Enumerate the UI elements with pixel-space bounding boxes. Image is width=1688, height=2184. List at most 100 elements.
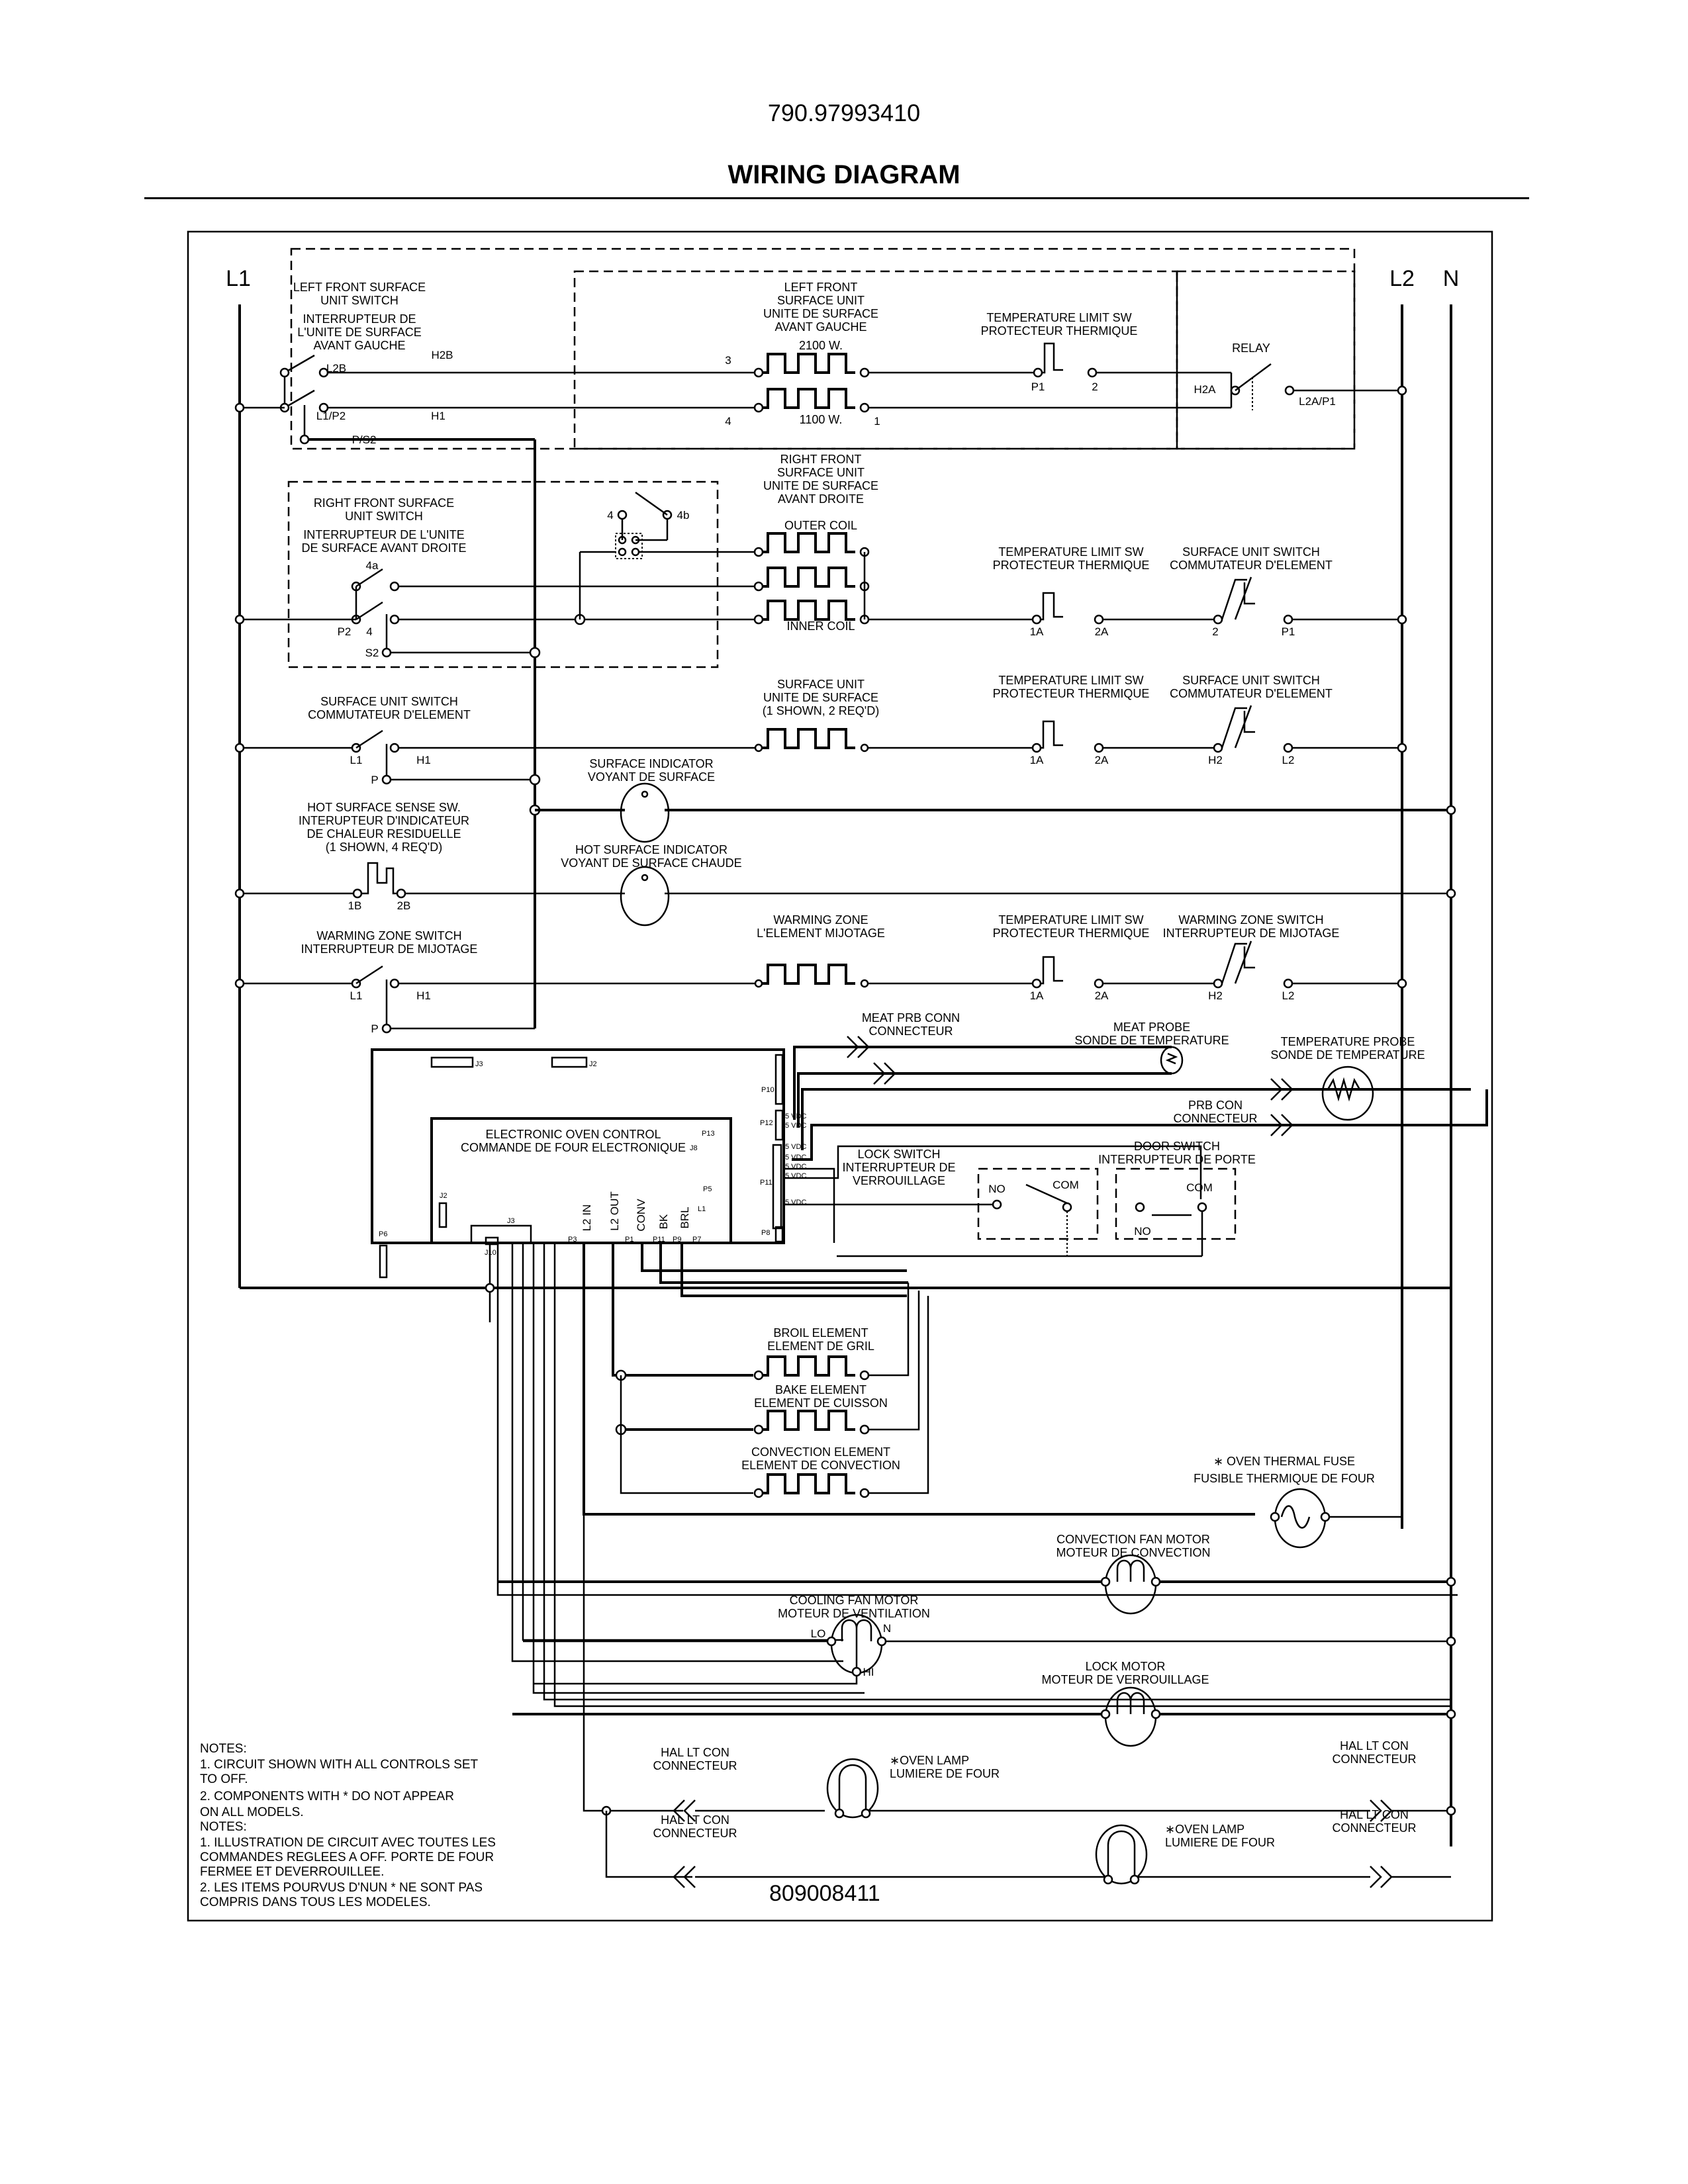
svg-text:BK: BK <box>657 1214 670 1229</box>
svg-text:TEMPERATURE LIMIT SW: TEMPERATURE LIMIT SW <box>986 311 1131 324</box>
svg-text:PROTECTEUR THERMIQUE: PROTECTEUR THERMIQUE <box>993 559 1150 572</box>
middle-coil <box>757 567 857 588</box>
svg-text:SURFACE UNIT: SURFACE UNIT <box>777 678 865 691</box>
svg-text:HI: HI <box>863 1666 874 1678</box>
svg-text:DOOR SWITCH: DOOR SWITCH <box>1134 1140 1220 1153</box>
svg-text:LEFT FRONT SURFACE: LEFT FRONT SURFACE <box>293 281 426 294</box>
thermal-fuse <box>1274 1488 1327 1549</box>
svg-text:AVANT DROITE: AVANT DROITE <box>778 492 864 506</box>
svg-text:RIGHT FRONT: RIGHT FRONT <box>780 453 862 466</box>
svg-text:WARMING ZONE SWITCH: WARMING ZONE SWITCH <box>316 929 461 942</box>
board-output-wires <box>485 1243 1458 1707</box>
oven-control-inner <box>430 1117 732 1244</box>
svg-text:COM: COM <box>1186 1181 1213 1194</box>
svg-text:P2: P2 <box>338 625 352 638</box>
svg-text:CONVECTION ELEMENT: CONVECTION ELEMENT <box>751 1445 890 1459</box>
svg-text:COMMUTATEUR D'ELEMENT: COMMUTATEUR D'ELEMENT <box>1170 559 1333 572</box>
coil-2100w <box>757 353 857 374</box>
warming-element-label: WARMING ZONE L'ELEMENT MIJOTAGE <box>757 913 885 940</box>
svg-text:SURFACE INDICATOR: SURFACE INDICATOR <box>589 757 713 770</box>
svg-text:S2: S2 <box>365 647 379 659</box>
svg-text:SURFACE UNIT SWITCH: SURFACE UNIT SWITCH <box>320 695 458 708</box>
lock-switch-label: LOCK SWITCH INTERRUPTEUR DE VERROUILLAGE <box>842 1148 955 1187</box>
svg-text:MOTEUR DE VERROUILLAGE: MOTEUR DE VERROUILLAGE <box>1041 1673 1209 1686</box>
thermal-fuse-label: ∗ OVEN THERMAL FUSE FUSIBLE THERMIQUE DE… <box>1194 1455 1375 1485</box>
convection-fan-motor <box>1104 1554 1157 1615</box>
svg-text:4: 4 <box>366 625 372 638</box>
svg-text:J2: J2 <box>589 1060 597 1068</box>
right-front-unit-label: RIGHT FRONT SURFACE UNIT UNITE DE SURFAC… <box>763 453 878 506</box>
surface-indicator-lamp <box>620 782 670 843</box>
svg-text:1B: 1B <box>348 899 362 912</box>
lock-motor <box>1104 1686 1157 1747</box>
convection-element-label: CONVECTION ELEMENT ELEMENT DE CONVECTION <box>741 1445 900 1472</box>
svg-text:J3: J3 <box>507 1217 515 1225</box>
svg-text:∗ OVEN THERMAL FUSE: ∗ OVEN THERMAL FUSE <box>1213 1455 1355 1468</box>
svg-text:1A: 1A <box>1030 754 1044 766</box>
svg-text:P9: P9 <box>673 1236 681 1244</box>
svg-text:VERROUILLAGE: VERROUILLAGE <box>853 1174 945 1187</box>
svg-text:1: 1 <box>874 415 880 428</box>
right-front-switch-box <box>287 480 719 668</box>
svg-text:LO: LO <box>811 1627 826 1640</box>
svg-text:(1 SHOWN, 4 REQ'D): (1 SHOWN, 4 REQ'D) <box>326 841 442 854</box>
meat-probe <box>1160 1046 1184 1075</box>
svg-text:CONVECTION FAN MOTOR: CONVECTION FAN MOTOR <box>1056 1533 1210 1546</box>
svg-text:NOTES:: NOTES: <box>200 1742 247 1756</box>
svg-text:DE SURFACE AVANT DROITE: DE SURFACE AVANT DROITE <box>301 541 466 555</box>
svg-text:AVANT GAUCHE: AVANT GAUCHE <box>774 320 867 334</box>
svg-text:MOTEUR DE VENTILATION: MOTEUR DE VENTILATION <box>778 1607 930 1620</box>
svg-text:P10: P10 <box>761 1086 774 1094</box>
warming-zone-switch-label: WARMING ZONE SWITCH INTERRUPTEUR DE MIJO… <box>1163 913 1340 940</box>
svg-text:RIGHT FRONT SURFACE: RIGHT FRONT SURFACE <box>314 496 454 510</box>
svg-text:VOYANT DE SURFACE: VOYANT DE SURFACE <box>588 770 715 784</box>
oven-lamp-label-2: ∗OVEN LAMP LUMIERE DE FOUR <box>1165 1823 1275 1849</box>
svg-text:INTERRUPTEUR DE MIJOTAGE: INTERRUPTEUR DE MIJOTAGE <box>301 942 478 956</box>
svg-text:H2B: H2B <box>431 349 453 361</box>
warming-switch-label: WARMING ZONE SWITCH INTERRUPTEUR DE MIJO… <box>301 929 478 956</box>
svg-text:MOTEUR DE CONVECTION: MOTEUR DE CONVECTION <box>1056 1546 1210 1559</box>
svg-text:ELEMENT DE GRIL: ELEMENT DE GRIL <box>767 1340 874 1353</box>
svg-text:J3: J3 <box>475 1060 483 1068</box>
svg-text:TEMPERATURE LIMIT SW: TEMPERATURE LIMIT SW <box>998 674 1143 687</box>
svg-text:L1: L1 <box>350 754 363 766</box>
svg-text:CONNECTEUR: CONNECTEUR <box>653 1759 737 1772</box>
svg-text:BAKE ELEMENT: BAKE ELEMENT <box>775 1383 867 1396</box>
svg-text:NOTES:: NOTES: <box>200 1820 247 1834</box>
document-number: 790.97993410 <box>767 99 921 126</box>
svg-text:P5: P5 <box>703 1185 712 1193</box>
svg-text:CONNECTEUR: CONNECTEUR <box>868 1024 953 1038</box>
svg-text:WARMING ZONE: WARMING ZONE <box>773 913 868 927</box>
bus-n-label: N <box>1443 266 1460 291</box>
svg-text:CONNECTEUR: CONNECTEUR <box>1332 1752 1416 1766</box>
convection-fan-label: CONVECTION FAN MOTOR MOTEUR DE CONVECTIO… <box>1056 1533 1210 1559</box>
svg-text:L2 OUT: L2 OUT <box>608 1191 621 1231</box>
hot-surface-indicator-lamp <box>620 866 670 927</box>
svg-text:2B: 2B <box>397 899 411 912</box>
svg-text:PROTECTEUR THERMIQUE: PROTECTEUR THERMIQUE <box>981 324 1138 338</box>
right-front-switch-label: RIGHT FRONT SURFACE UNIT SWITCH INTERRUP… <box>301 496 466 555</box>
svg-text:ELEMENT DE CONVECTION: ELEMENT DE CONVECTION <box>741 1459 900 1472</box>
svg-text:L1: L1 <box>350 989 363 1002</box>
prb-con-label: PRB CON CONNECTEUR <box>1173 1099 1257 1125</box>
svg-text:J8: J8 <box>690 1144 698 1152</box>
svg-text:1A: 1A <box>1030 989 1044 1002</box>
svg-text:4: 4 <box>725 415 731 428</box>
svg-text:HAL LT CON: HAL LT CON <box>661 1746 729 1759</box>
surface-indicator-label: SURFACE INDICATOR VOYANT DE SURFACE <box>588 757 715 784</box>
svg-text:TO OFF.: TO OFF. <box>200 1772 248 1786</box>
svg-text:INTERRUPTEUR DE PORTE: INTERRUPTEUR DE PORTE <box>1098 1153 1256 1166</box>
svg-text:HOT SURFACE INDICATOR: HOT SURFACE INDICATOR <box>575 843 727 856</box>
svg-text:4: 4 <box>607 509 613 522</box>
hal-conn-label-4: HAL LT CON CONNECTEUR <box>1332 1808 1416 1835</box>
svg-text:ELECTRONIC OVEN CONTROL: ELECTRONIC OVEN CONTROL <box>485 1128 661 1141</box>
svg-text:P3: P3 <box>568 1236 577 1244</box>
svg-text:COMMUTATEUR D'ELEMENT: COMMUTATEUR D'ELEMENT <box>308 708 471 721</box>
svg-text:L2 IN: L2 IN <box>581 1205 593 1232</box>
svg-text:P12: P12 <box>760 1119 773 1127</box>
svg-text:TEMPERATURE LIMIT SW: TEMPERATURE LIMIT SW <box>998 913 1143 927</box>
svg-text:COM: COM <box>1053 1179 1079 1191</box>
cooling-fan-label: COOLING FAN MOTOR MOTEUR DE VENTILATION <box>778 1594 930 1620</box>
notes-french: NOTES: 1. ILLUSTRATION DE CIRCUIT AVEC T… <box>200 1820 496 1909</box>
